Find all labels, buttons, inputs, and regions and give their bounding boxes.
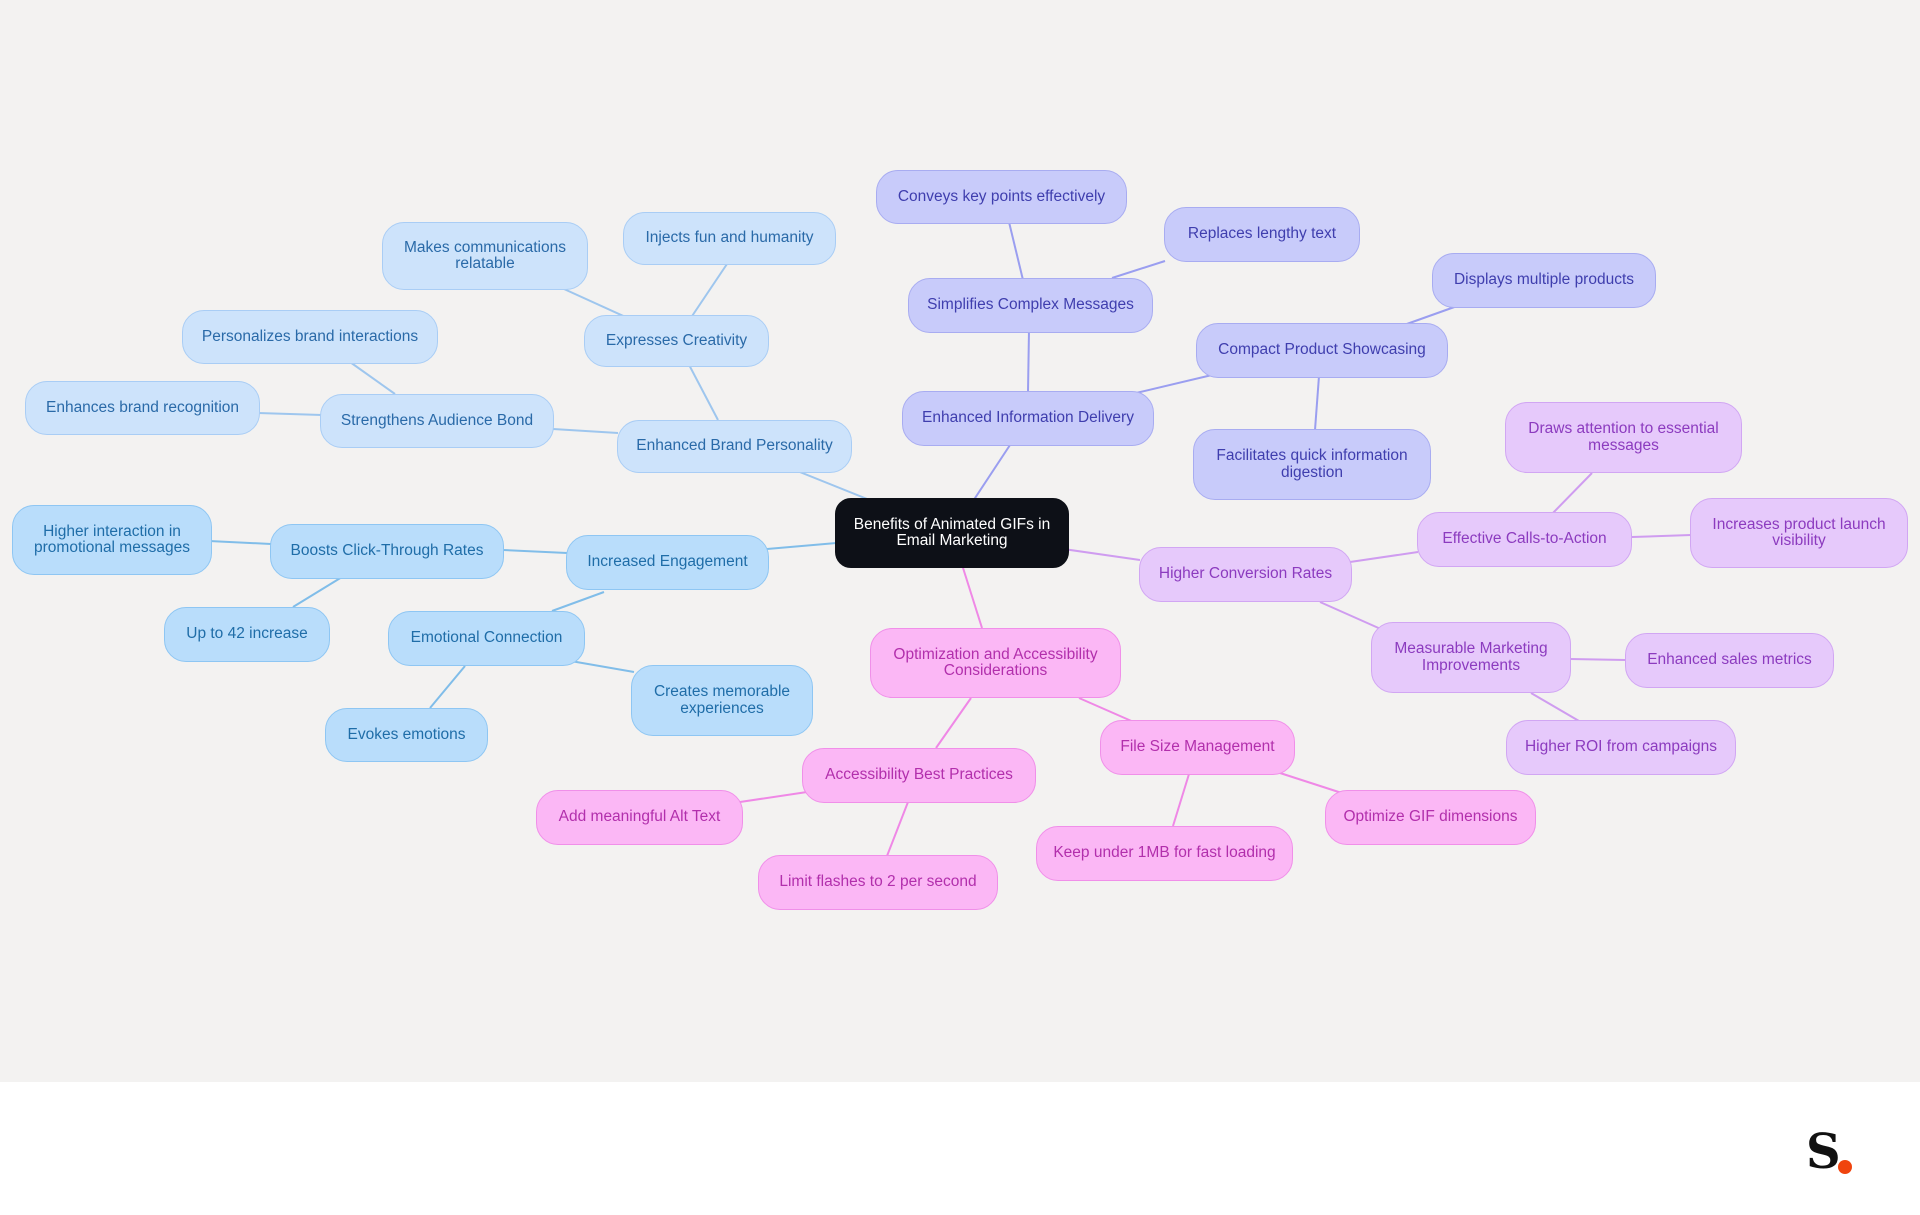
- leaf-increases-product-launch-visibility: Increases product launch visibility: [1690, 498, 1908, 568]
- leaf-makes-communications-relatable: Makes communications relatable: [382, 222, 588, 290]
- connector: [1403, 304, 1461, 326]
- connector: [208, 540, 272, 545]
- connector: [1349, 551, 1419, 563]
- connector: [552, 428, 619, 434]
- mindmap-area: Benefits of Animated GIFs in Email Marke…: [0, 0, 1920, 1082]
- root-node: Benefits of Animated GIFs in Email Marke…: [835, 498, 1069, 568]
- leaf-personalizes-brand-interactions: Personalizes brand interactions: [182, 310, 438, 364]
- node-accessibility-best-practices: Accessibility Best Practices: [802, 748, 1036, 803]
- node-strengthens-audience-bond: Strengthens Audience Bond: [320, 394, 554, 448]
- connector: [1550, 472, 1593, 516]
- leaf-facilitates-quick-information-digestion: Facilitates quick information digestion: [1193, 429, 1431, 500]
- connector: [429, 665, 466, 709]
- node-simplifies-complex-messages: Simplifies Complex Messages: [908, 278, 1153, 333]
- leaf-enhanced-sales-metrics: Enhanced sales metrics: [1625, 633, 1834, 688]
- connector: [349, 361, 396, 395]
- connector: [1319, 601, 1384, 631]
- logo-letter: S: [1806, 1124, 1841, 1180]
- connector: [257, 412, 323, 416]
- connector: [1027, 329, 1030, 393]
- connector: [1631, 534, 1692, 538]
- node-measurable-marketing-improvements: Measurable Marketing Improvements: [1371, 622, 1571, 693]
- connector: [551, 591, 605, 612]
- leaf-enhances-brand-recognition: Enhances brand recognition: [25, 381, 260, 435]
- leaf-evokes-emotions: Evokes emotions: [325, 708, 488, 762]
- connector: [1008, 221, 1024, 281]
- leaf-injects-fun-and-humanity: Injects fun and humanity: [623, 212, 836, 265]
- node-effective-calls-to-action: Effective Calls-to-Action: [1417, 512, 1632, 567]
- node-compact-product-showcasing: Compact Product Showcasing: [1196, 323, 1448, 378]
- connector: [564, 659, 635, 673]
- connector: [1111, 260, 1166, 279]
- leaf-displays-multiple-products: Displays multiple products: [1432, 253, 1656, 308]
- leaf-conveys-key-points-effectively: Conveys key points effectively: [876, 170, 1127, 224]
- node-file-size-management: File Size Management: [1100, 720, 1295, 775]
- connector: [1135, 374, 1213, 394]
- connector: [886, 801, 909, 857]
- node-emotional-connection: Emotional Connection: [388, 611, 585, 666]
- connector: [1314, 375, 1320, 431]
- connector-lines: [208, 221, 1692, 857]
- branch-higher-conversion-rates: Higher Conversion Rates: [1139, 547, 1352, 602]
- connector: [1078, 697, 1137, 724]
- branch-enhanced-information-delivery: Enhanced Information Delivery: [902, 391, 1154, 446]
- branch-optimization-and-accessibility: Optimization and Accessibility Considera…: [870, 628, 1121, 698]
- connector: [292, 576, 343, 608]
- leaf-replaces-lengthy-text: Replaces lengthy text: [1164, 207, 1360, 262]
- brand-logo: S: [1806, 1124, 1866, 1180]
- connector: [739, 791, 808, 803]
- node-expresses-creativity: Expresses Creativity: [584, 315, 769, 367]
- node-boosts-click-through-rates: Boosts Click-Through Rates: [270, 524, 504, 579]
- leaf-add-meaningful-alt-text: Add meaningful Alt Text: [536, 790, 743, 845]
- connector: [1172, 773, 1190, 827]
- logo-dot: [1838, 1160, 1852, 1174]
- leaf-creates-memorable-experiences: Creates memorable experiences: [631, 665, 813, 736]
- leaf-higher-roi-from-campaigns: Higher ROI from campaigns: [1506, 720, 1736, 775]
- leaf-draws-attention-to-essential-messages: Draws attention to essential messages: [1505, 402, 1742, 473]
- leaf-optimize-gif-dimensions: Optimize GIF dimensions: [1325, 790, 1536, 845]
- leaf-limit-flashes-to-2-per-second: Limit flashes to 2 per second: [758, 855, 998, 910]
- branch-increased-engagement: Increased Engagement: [566, 535, 769, 590]
- connector: [1569, 658, 1627, 661]
- leaf-up-to-42-increase: Up to 42 increase: [164, 607, 330, 662]
- connector: [935, 697, 972, 749]
- branch-enhanced-brand-personality: Enhanced Brand Personality: [617, 420, 852, 473]
- leaf-higher-interaction-in-promotional-messages: Higher interaction in promotional messag…: [12, 505, 212, 575]
- leaf-keep-under-1mb-for-fast-loading: Keep under 1MB for fast loading: [1036, 826, 1293, 881]
- connector: [1530, 692, 1580, 722]
- connector: [502, 549, 568, 554]
